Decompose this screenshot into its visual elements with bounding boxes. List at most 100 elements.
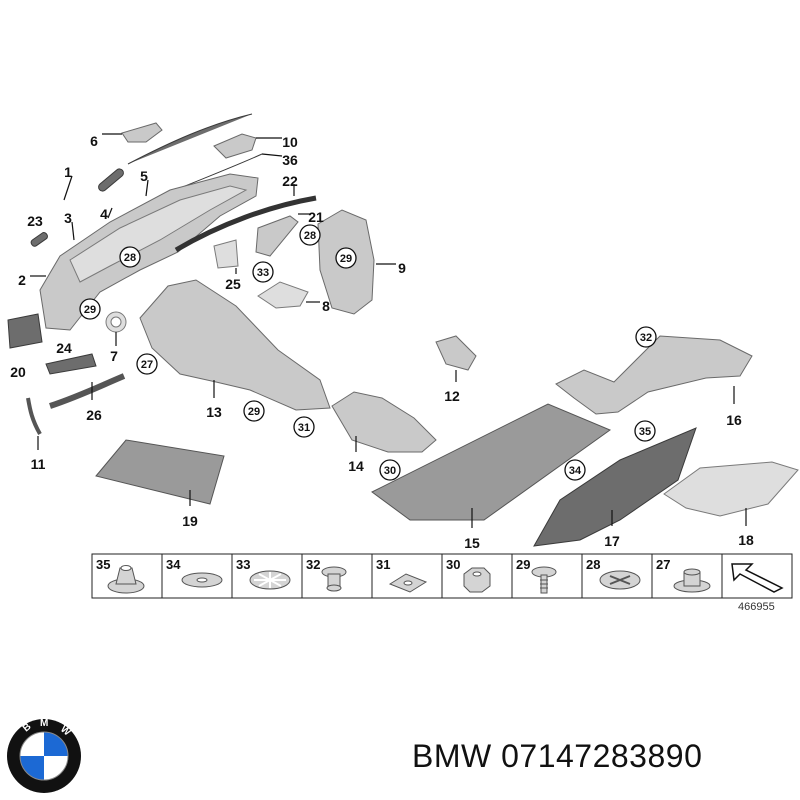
callout-circle-ring: [635, 326, 657, 348]
callout-label: 11: [31, 456, 46, 472]
callout-label: 1: [64, 164, 72, 180]
fastener-label: 32: [306, 557, 320, 572]
fastener-label: 35: [96, 557, 110, 572]
fastener-label: 31: [376, 557, 390, 572]
star-clip-icon: [249, 570, 291, 590]
part-17-mat: [533, 427, 697, 547]
callout-label: 36: [282, 152, 298, 168]
callout-label: 12: [444, 388, 460, 404]
fastener-label: 29: [516, 557, 530, 572]
square-nut-icon: [388, 573, 428, 593]
callout-circle: 28: [299, 224, 321, 246]
fastener-cell: [721, 553, 793, 599]
callout-circle-ring: [136, 353, 158, 375]
callout-label: 18: [738, 532, 754, 548]
callout-circle-label: 29: [340, 253, 352, 265]
callout-circle-label: 32: [640, 332, 652, 344]
fastener-cell: 34: [161, 553, 233, 599]
screw-rivet-icon: [531, 566, 557, 594]
callout-label: 19: [182, 513, 198, 529]
callout-circle-ring: [335, 247, 357, 269]
part-21-bracket: [255, 215, 299, 257]
callout-label: 8: [322, 298, 330, 314]
fastener-cell-frame: [231, 553, 303, 599]
callout-circle: 35: [634, 420, 656, 442]
fastener-cell: 33: [231, 553, 303, 599]
callout-circle-ring: [243, 400, 265, 422]
round-clip-icon: [599, 570, 641, 590]
callout-circle-label: 31: [298, 422, 310, 434]
callout-circle: 27: [136, 353, 158, 375]
callout-label: 3: [64, 210, 72, 226]
callout-circle-ring: [634, 420, 656, 442]
callout-label: 17: [604, 533, 620, 549]
fastener-label: 27: [656, 557, 670, 572]
callout-circle-label: 29: [248, 406, 260, 418]
callout-label: 2: [18, 272, 26, 288]
callout-circle-label: 29: [84, 304, 96, 316]
fastener-label: 28: [586, 557, 600, 572]
fastener-cell: 31: [371, 553, 443, 599]
callout-circle-ring: [564, 459, 586, 481]
callout-label: 24: [56, 340, 72, 356]
fastener-cell: 27: [651, 553, 723, 599]
arrow-direction-icon: [731, 563, 784, 593]
fastener-label: 30: [446, 557, 460, 572]
part-18-shield: [663, 461, 799, 517]
part-24-pad: [45, 353, 97, 375]
part-6-bracket: [121, 122, 163, 143]
callout-label: 7: [110, 348, 118, 364]
washer-icon: [181, 572, 223, 588]
flange-nut-icon: [107, 565, 145, 594]
part-caption: BMW 07147283890: [412, 738, 702, 775]
callout-circle-label: 35: [639, 426, 651, 438]
fastener-cell: 35: [91, 553, 163, 599]
callout-label: 23: [27, 213, 43, 229]
callout-label: 14: [348, 458, 364, 474]
callout-circle-label: 27: [141, 359, 153, 371]
part-10-bracket: [213, 133, 257, 159]
callout-label: 22: [282, 173, 298, 189]
callout-circle-label: 34: [569, 465, 582, 477]
parts-illustration: [7, 113, 799, 547]
callout-circle: 30: [379, 459, 401, 481]
part-11-clip: [26, 397, 42, 435]
callout-circle-label: 28: [304, 230, 316, 242]
fastener-label: 33: [236, 557, 250, 572]
part-8-bracket: [257, 281, 309, 309]
part-13-tunnel-insulation: [139, 279, 331, 411]
part-19-mat: [95, 439, 225, 505]
callout-circle-ring: [119, 246, 141, 268]
fastener-cell: 29: [511, 553, 583, 599]
part-1-strip: [98, 168, 124, 192]
fastener-cell: 32: [301, 553, 373, 599]
callout-label: 26: [86, 407, 102, 423]
caption-part-number: 07147283890: [501, 738, 703, 774]
part-16-rear-insulation: [555, 335, 753, 415]
callout-label: 25: [225, 276, 241, 292]
part-14-insulation: [331, 391, 437, 453]
part-22-seal: [174, 195, 317, 253]
bmw-roundel-icon: B M W: [7, 718, 81, 793]
callout-circle-ring: [252, 261, 274, 283]
callout-circle-ring: [379, 459, 401, 481]
callout-circle: 28: [119, 246, 141, 268]
part-3-firewall-panel: [69, 185, 248, 283]
fastener-cell: 30: [441, 553, 513, 599]
callout-circle-ring: [293, 416, 315, 438]
callout-circle-label: 33: [257, 267, 269, 279]
part-36b-strip: [179, 153, 263, 189]
part-12-bracket: [435, 335, 477, 371]
logo-inner-outline: [19, 731, 69, 781]
callout-circle: 29: [243, 400, 265, 422]
collar-nut-icon: [673, 568, 711, 593]
callout-circle: 31: [293, 416, 315, 438]
callout-label: 13: [206, 404, 222, 420]
fastener-strip: 35 34 33 32 31 30 29 28 27: [91, 553, 793, 599]
hex-nut-icon: [463, 567, 491, 593]
callout-label: 9: [398, 260, 406, 276]
fastener-label: 34: [166, 557, 181, 572]
callout-label: 10: [282, 134, 298, 150]
part-25-pad: [213, 239, 239, 269]
